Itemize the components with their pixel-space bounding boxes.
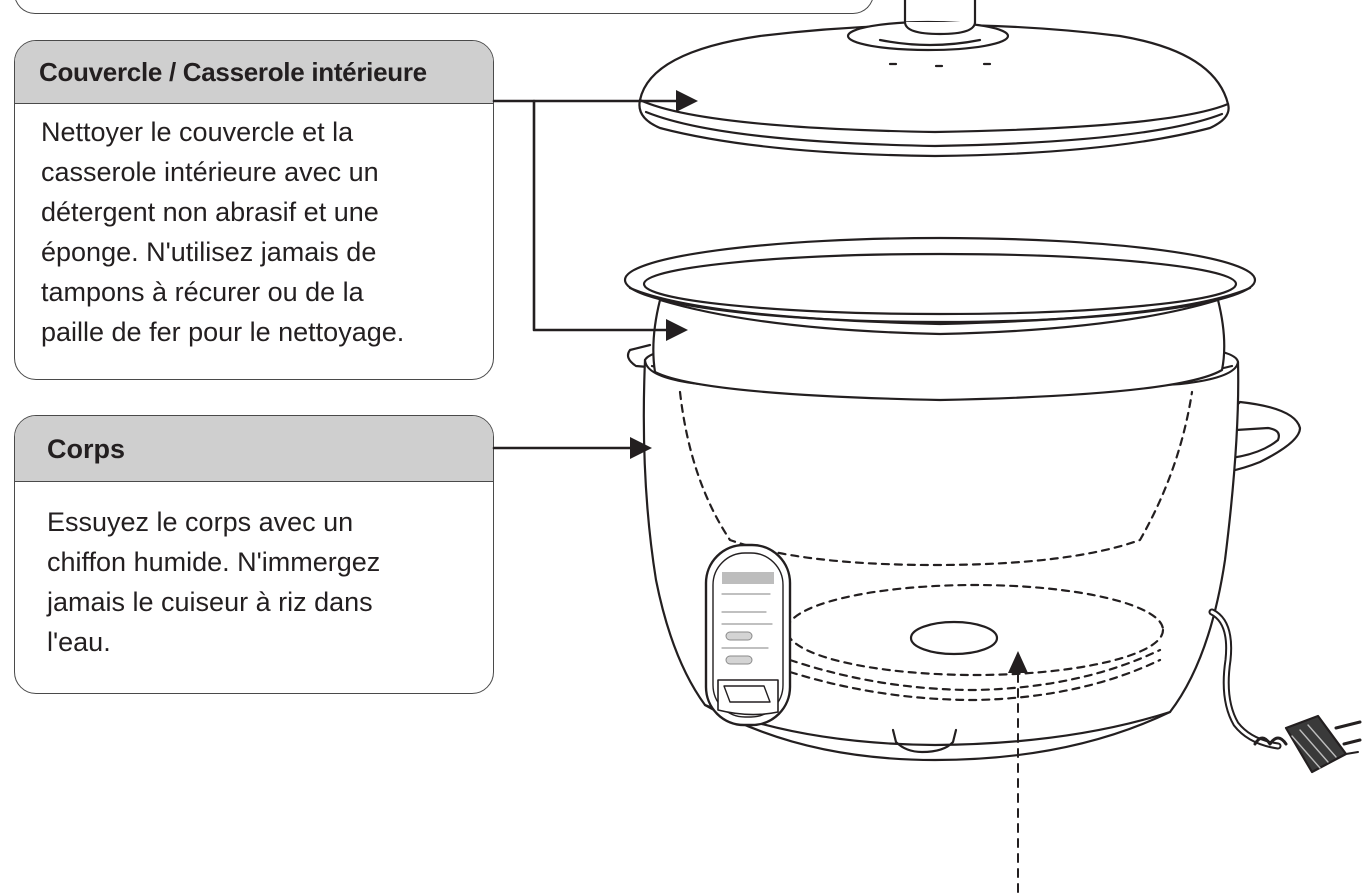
lid-pot-info-box: Couvercle / Casserole intérieure Nettoye… (14, 40, 494, 380)
arrow-icon (630, 437, 652, 459)
body-title: Corps (15, 416, 493, 482)
lid-illustration (638, 0, 1230, 158)
lid-pot-description: Nettoyer le couvercle et la casserole in… (41, 117, 405, 347)
body-illustration (626, 343, 1302, 762)
arrow-icon (676, 90, 698, 112)
lid-pot-title: Couvercle / Casserole intérieure (15, 41, 493, 104)
body-info-box: Corps Essuyez le corps avec un chiffon h… (14, 415, 494, 694)
arrow-icon (666, 319, 688, 341)
arrow-icon (1008, 651, 1028, 673)
power-plug-icon (1253, 714, 1362, 774)
body-description: Essuyez le corps avec un chiffon humide.… (47, 507, 381, 657)
inner-pot-illustration (623, 236, 1257, 402)
connector-lines (492, 99, 680, 450)
